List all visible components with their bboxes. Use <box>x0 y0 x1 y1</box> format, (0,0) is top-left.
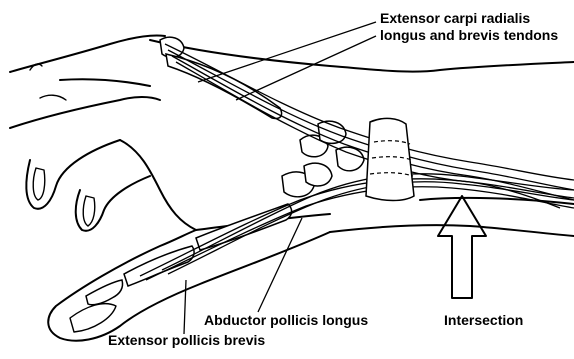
ecr-leader-1 <box>198 22 376 82</box>
intersection-label: Intersection <box>444 312 523 329</box>
thumb-distal-phalanx <box>86 280 123 305</box>
thumbnail <box>70 304 116 332</box>
index-metacarpal <box>166 54 282 119</box>
forearm-outline-bottom <box>330 225 574 236</box>
little-finger-outline <box>76 176 150 231</box>
apl-leader <box>258 218 302 312</box>
extensor-retinaculum <box>366 118 414 200</box>
intersection-arrow <box>438 196 486 298</box>
middle-finger-crease <box>40 95 66 100</box>
apl-label: Abductor pollicis longus <box>204 312 368 329</box>
index-finger-knuckle <box>30 64 42 70</box>
ring-fingernail <box>33 168 45 200</box>
middle-finger-outline <box>10 97 160 128</box>
little-fingernail <box>83 196 95 226</box>
ecr-label-line1: Extensor carpi radialis <box>380 10 530 27</box>
epb-label: Extensor pollicis brevis <box>108 332 265 349</box>
epb-leader <box>184 280 186 334</box>
carpal-bone-6 <box>304 163 332 186</box>
index-finger-lower <box>60 79 150 86</box>
carpal-bone-4 <box>336 147 364 171</box>
thumb-metacarpal <box>196 204 292 250</box>
forearm-outline-top <box>150 40 574 72</box>
ecr-label-line2: longus and brevis tendons <box>380 27 558 44</box>
